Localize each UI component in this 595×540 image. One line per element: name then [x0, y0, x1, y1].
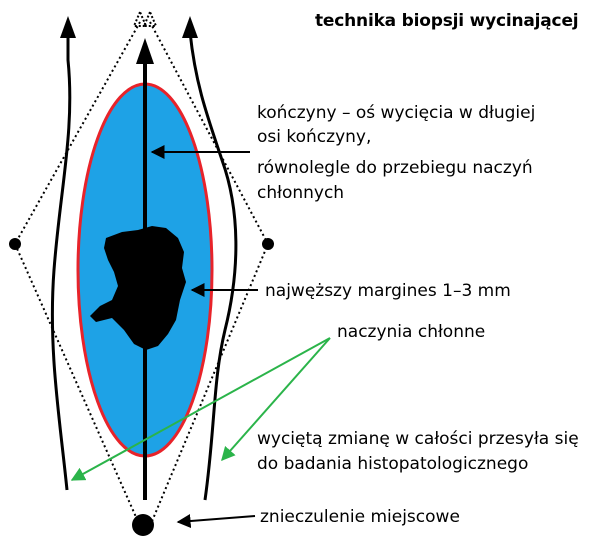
corner-point-left — [9, 238, 21, 250]
axis-label-line-2: osi kończyny, — [257, 126, 371, 148]
histopathology-label-line-1: wyciętą zmianę w całości przesyła się — [257, 428, 579, 450]
lymph-vessel-left-arrowhead — [60, 16, 76, 38]
diagram-title: technika biopsji wycinającej — [315, 10, 578, 32]
margin-label: najwęższy margines 1–3 mm — [265, 280, 511, 302]
lymph-vessel-left — [52, 32, 69, 490]
axis-label-line-4: chłonnych — [257, 182, 344, 204]
anesthesia-injection-point — [132, 514, 154, 536]
corner-point-right — [262, 238, 274, 250]
anesthesia-pointer-arrow — [178, 516, 255, 522]
axis-label-line-1: kończyny – oś wycięcia w długiej — [257, 102, 535, 124]
anesthesia-label: znieczulenie miejscowe — [260, 506, 460, 528]
histopathology-label-line-2: do badania histopatologicznego — [257, 453, 528, 475]
incision-axis-arrowhead — [136, 38, 154, 64]
axis-label-line-3: równolegle do przebiegu naczyń — [257, 157, 533, 179]
lymph-vessels-label: naczynia chłonne — [337, 321, 485, 343]
lymph-vessel-right-arrowhead — [182, 16, 198, 38]
